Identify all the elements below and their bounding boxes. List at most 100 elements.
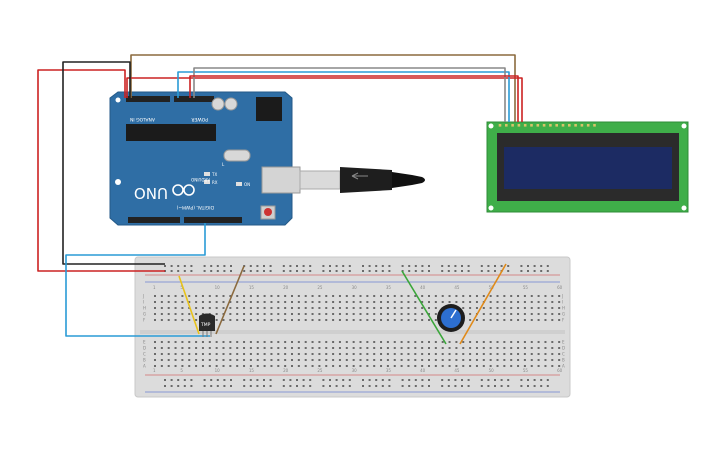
lcd-pin[interactable] xyxy=(561,124,565,127)
wire-black-gnd-to-breadboard[interactable] xyxy=(62,61,165,265)
column-number-top: 20 xyxy=(283,285,289,290)
usb-plug-body xyxy=(340,167,392,193)
arduino-uno[interactable]: TX RX ON L ANALOG IN POWER DIGITAL (PWM~… xyxy=(109,91,301,226)
breadboard-center-channel xyxy=(140,330,565,334)
led-on-label: ON xyxy=(244,182,250,187)
wire-red-5v-to-lcd[interactable] xyxy=(189,75,519,122)
row-letter-left: B xyxy=(143,358,146,363)
row-letter-left: C xyxy=(143,352,146,357)
analog-header[interactable] xyxy=(126,96,170,102)
power-jack xyxy=(256,97,282,121)
power-header[interactable] xyxy=(174,96,214,102)
atmega-chip xyxy=(126,124,216,141)
capacitor-2 xyxy=(224,97,238,111)
row-letter-left: J xyxy=(142,294,144,299)
wire-orange-potentiometer[interactable] xyxy=(459,263,507,345)
column-number-top: 5 xyxy=(180,285,183,290)
column-number-bottom: 1 xyxy=(153,368,156,373)
lcd-pin[interactable] xyxy=(530,124,533,127)
column-number-bottom: 25 xyxy=(317,368,323,373)
arduino-brand-label: ARDUINO xyxy=(191,177,210,182)
column-number-top: 30 xyxy=(352,285,358,290)
usb-port xyxy=(261,166,301,194)
wire-brown-analog-to-lcd[interactable] xyxy=(130,54,516,122)
column-number-bottom: 20 xyxy=(283,368,289,373)
wire-yellow-sensor-vcc[interactable] xyxy=(178,275,200,335)
lcd-pin[interactable] xyxy=(536,124,540,127)
row-letter-left: D xyxy=(143,346,146,351)
lcd-16x2[interactable] xyxy=(486,121,689,213)
lcd-pin[interactable] xyxy=(498,124,502,127)
wire-blue-power-to-lcd[interactable] xyxy=(177,71,510,122)
column-number-bottom: 35 xyxy=(386,368,392,373)
digital-header-low[interactable] xyxy=(128,217,180,223)
column-number-top: 10 xyxy=(215,285,221,290)
row-letter-right: C xyxy=(562,352,565,357)
row-letter-right: I xyxy=(562,300,563,305)
column-number-top: 25 xyxy=(317,285,323,290)
breadboard-column-numbers: 1155101015152020252530303535404045455050… xyxy=(153,285,563,373)
digital-header-high[interactable] xyxy=(184,217,242,223)
potentiometer-indicator xyxy=(450,309,457,319)
temperature-sensor[interactable]: TMP xyxy=(199,313,215,338)
row-letter-left: F xyxy=(143,318,146,323)
row-letter-left: G xyxy=(143,312,146,317)
led-tx-label: TX xyxy=(211,172,217,177)
lcd-mount-hole-4 xyxy=(681,205,687,211)
column-number-bottom: 55 xyxy=(523,368,529,373)
lcd-mount-hole-1 xyxy=(488,123,494,129)
column-number-bottom: 10 xyxy=(215,368,221,373)
column-number-bottom: 60 xyxy=(557,368,563,373)
led-rx xyxy=(204,180,210,184)
lcd-pin[interactable] xyxy=(568,124,571,127)
led-l-label: L xyxy=(222,162,225,167)
lcd-pin-header[interactable] xyxy=(498,124,596,127)
led-tx xyxy=(204,172,210,176)
breadboard[interactable]: 1155101015152020252530303535404045455050… xyxy=(134,256,571,398)
column-number-bottom: 5 xyxy=(180,368,183,373)
lcd-pin[interactable] xyxy=(523,124,527,127)
crystal-oscillator xyxy=(223,149,251,162)
lcd-pin[interactable] xyxy=(555,124,558,127)
wire-red-a0-to-lcd[interactable] xyxy=(126,77,523,122)
usb-cable[interactable] xyxy=(299,167,425,193)
lcd-pin[interactable] xyxy=(505,124,508,127)
lcd-pin[interactable] xyxy=(593,124,596,127)
potentiometer[interactable] xyxy=(437,304,465,332)
wire-blue-digital-to-sensor[interactable] xyxy=(65,223,210,337)
row-letter-left: I xyxy=(143,300,144,305)
column-number-top: 45 xyxy=(454,285,460,290)
lcd-pin[interactable] xyxy=(549,124,552,127)
column-number-top: 15 xyxy=(249,285,255,290)
led-rx-label: RX xyxy=(212,180,218,185)
column-number-bottom: 30 xyxy=(352,368,358,373)
column-number-top: 50 xyxy=(489,285,495,290)
lcd-pin[interactable] xyxy=(517,124,521,127)
lcd-pin[interactable] xyxy=(511,124,514,127)
wire-red-5v-to-breadboard[interactable] xyxy=(37,69,165,272)
row-letter-left: H xyxy=(143,306,146,311)
lcd-pin[interactable] xyxy=(542,124,546,127)
uno-label: UNO xyxy=(134,184,168,202)
column-number-bottom: 40 xyxy=(420,368,426,373)
lcd-pin[interactable] xyxy=(574,124,577,127)
analog-in-label: ANALOG IN xyxy=(130,116,155,122)
lcd-mount-hole-2 xyxy=(681,123,687,129)
lcd-screen xyxy=(504,147,672,189)
wire-gray-power-to-lcd[interactable] xyxy=(193,67,506,122)
led-on xyxy=(236,182,242,186)
mount-hole-2 xyxy=(115,97,121,103)
lcd-pin[interactable] xyxy=(586,124,590,127)
lcd-pin[interactable] xyxy=(580,124,584,127)
reset-button[interactable] xyxy=(264,208,272,216)
lcd-mount-hole-3 xyxy=(488,205,494,211)
row-letter-right: F xyxy=(562,318,565,323)
wire-brown-sensor-gnd[interactable] xyxy=(215,265,245,335)
wires[interactable] xyxy=(37,54,523,345)
digital-label: DIGITAL (PWM~) xyxy=(176,204,214,210)
column-number-top: 1 xyxy=(153,285,156,290)
row-letter-right: J xyxy=(561,294,563,299)
capacitor-1 xyxy=(211,97,225,111)
wire-green-potentiometer[interactable] xyxy=(401,270,447,345)
